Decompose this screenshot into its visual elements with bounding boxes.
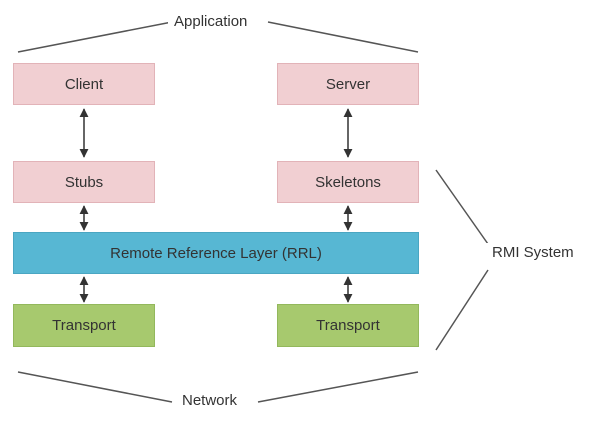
server-box: Server bbox=[277, 63, 419, 105]
network-bracket-right bbox=[257, 371, 419, 403]
rmi-bracket-top bbox=[435, 169, 489, 245]
application-bracket-right bbox=[267, 21, 419, 53]
rmi-bracket-bottom bbox=[435, 269, 489, 351]
rrl-box: Remote Reference Layer (RRL) bbox=[13, 232, 419, 274]
skeletons-box: Skeletons bbox=[277, 161, 419, 203]
transport-right-box: Transport bbox=[277, 304, 419, 347]
network-label: Network bbox=[176, 391, 244, 411]
client-box: Client bbox=[13, 63, 155, 105]
rmi-system-label: RMI System bbox=[486, 243, 580, 263]
stubs-box: Stubs bbox=[13, 161, 155, 203]
application-bracket-left bbox=[17, 21, 173, 53]
network-bracket-left bbox=[17, 371, 173, 403]
application-label: Application bbox=[168, 12, 254, 32]
transport-left-box: Transport bbox=[13, 304, 155, 347]
